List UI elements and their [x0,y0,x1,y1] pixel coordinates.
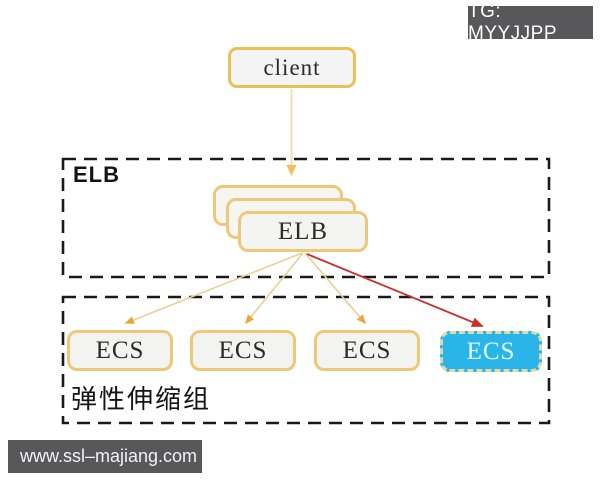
ecs-node-1-label: ECS [95,336,145,364]
ecs-node-1: ECS [67,330,173,371]
client-node-label: client [263,54,321,80]
elb-group-title: ELB [73,162,120,187]
ecs-node-3-label: ECS [342,336,392,364]
arrow-elb-to-ecs-4-red [306,253,484,327]
arrow-elb-to-ecs-3 [304,252,366,325]
watermark-label: www.ssl–majiang.com [20,446,198,466]
ecs-node-2-label: ECS [218,336,268,364]
ecs-node-2: ECS [190,330,296,371]
elb-node: ELB [238,211,368,252]
arrow-elb-to-ecs-2 [245,252,304,325]
tag-badge: TG: MYYJJPP [468,1,593,44]
client-node: client [228,47,356,88]
scaling-group-title: 弹性伸缩组 [71,385,212,414]
elb-node-label: ELB [277,217,329,245]
ecs-node-4-highlighted: ECS [440,331,542,372]
arrow-elb-to-ecs-1 [124,252,303,324]
watermark-bar: www.ssl–majiang.com [8,440,202,473]
tag-badge-label: TG: MYYJJPP [468,0,558,44]
ecs-node-3: ECS [314,330,420,371]
ecs-node-4-label: ECS [466,337,516,365]
